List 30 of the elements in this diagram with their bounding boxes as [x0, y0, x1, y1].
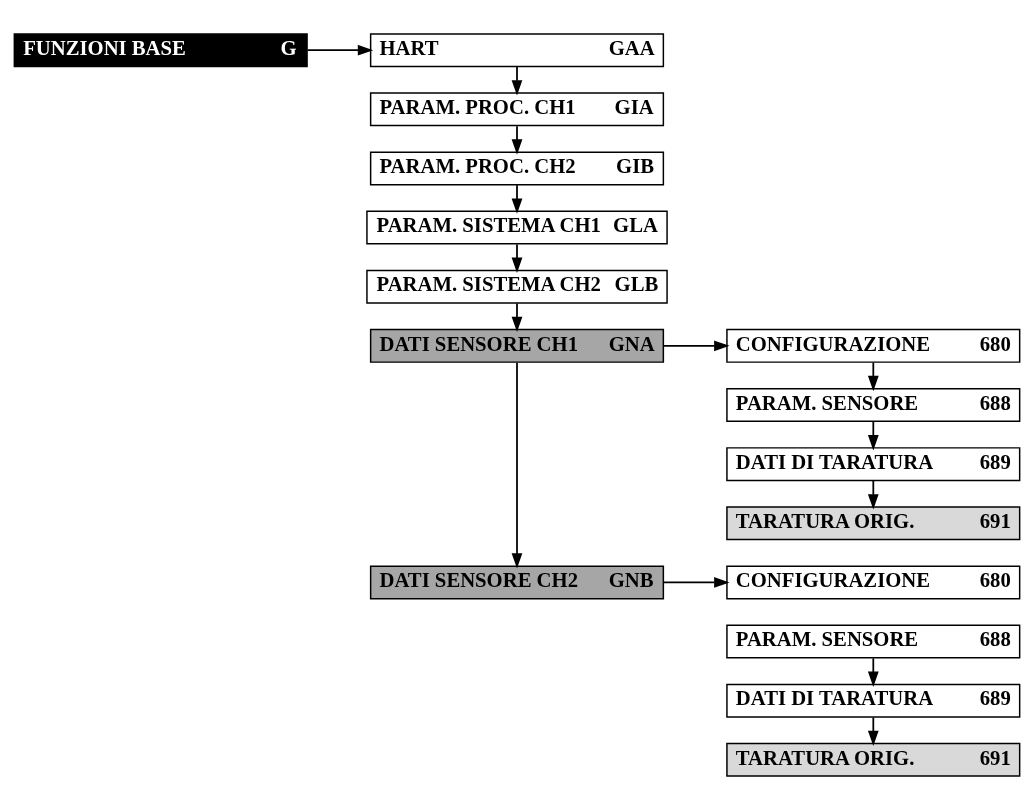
node-box: TARATURA ORIG. 691	[726, 742, 1021, 777]
node-box: TARATURA ORIG. 691	[726, 505, 1021, 540]
node-box: CONFIGURAZIONE 680	[726, 328, 1021, 363]
arrow	[511, 302, 523, 332]
arrow	[511, 65, 523, 96]
node-box: FUNZIONI BASE G	[13, 32, 308, 67]
arrow	[662, 339, 730, 351]
arrow	[306, 44, 374, 56]
arrow	[867, 420, 879, 450]
node-box: DATI DI TARATURA 689	[726, 683, 1021, 718]
arrow	[511, 183, 523, 214]
arrow	[867, 479, 879, 510]
node-box: PARAM. PROC. CH2 GIB	[369, 150, 665, 185]
node-box: CONFIGURAZIONE 680	[726, 564, 1021, 599]
node-box: HART GAA	[369, 32, 665, 67]
node-box: PARAM. PROC. CH1 GIA	[369, 91, 665, 126]
arrow	[662, 576, 730, 588]
node-box: PARAM. SISTEMA CH2 GLB	[366, 269, 668, 304]
node-box: DATI DI TARATURA 689	[726, 446, 1021, 481]
node-box: PARAM. SENSORE 688	[726, 387, 1021, 422]
arrow	[867, 657, 879, 687]
arrow	[867, 361, 879, 391]
arrow	[511, 124, 523, 155]
node-box: PARAM. SENSORE 688	[726, 624, 1021, 659]
arrow	[511, 243, 523, 273]
node-box: PARAM. SISTEMA CH1 GLA	[366, 210, 668, 245]
node-box: DATI SENSORE CH1 GNA	[369, 328, 665, 363]
node-box: DATI SENSORE CH2 GNB	[369, 564, 665, 599]
arrow	[511, 361, 523, 569]
arrow	[867, 716, 879, 746]
